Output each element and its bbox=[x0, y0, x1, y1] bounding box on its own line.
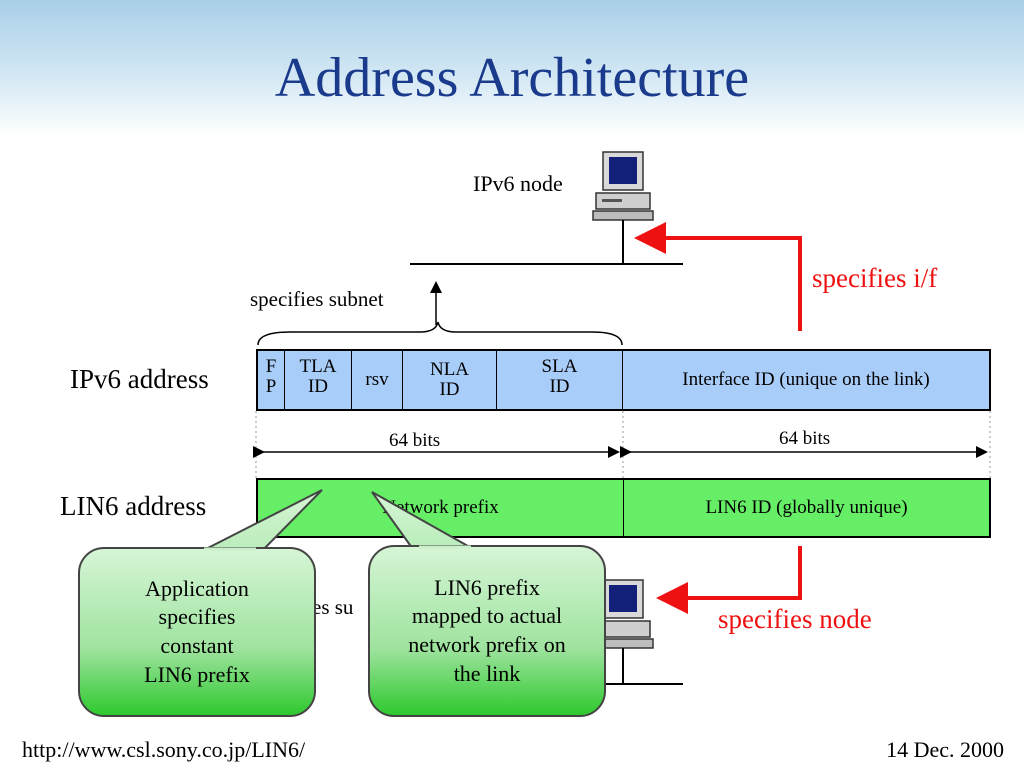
lin6-address-fields: Network prefix LIN6 ID (globally unique) bbox=[256, 478, 991, 538]
callout-mapping: LIN6 prefix mapped to actual network pre… bbox=[368, 545, 606, 717]
red-arrow-icon bbox=[656, 546, 802, 614]
footer-url: http://www.csl.sony.co.jp/LIN6/ bbox=[22, 737, 306, 762]
field-tla-id: TLA ID bbox=[285, 351, 352, 409]
field-interface-id: Interface ID (unique on the link) bbox=[682, 369, 930, 391]
field-fp: F P bbox=[258, 351, 285, 409]
lin6-address-label: LIN6 address bbox=[60, 491, 207, 521]
callout-application: Application specifies constant LIN6 pref… bbox=[78, 547, 316, 717]
specifies-if-label: specifies i/f bbox=[812, 263, 938, 293]
field-lin6-id: LIN6 ID (globally unique) bbox=[705, 497, 908, 519]
ipv6-node-label: IPv6 node bbox=[473, 171, 563, 196]
specifies-subnet-partial-label: es su bbox=[312, 595, 354, 619]
bits-right-label: 64 bits bbox=[779, 428, 831, 449]
red-arrow-icon bbox=[634, 222, 802, 331]
field-sla-id: SLA ID bbox=[497, 351, 623, 409]
footer-date: 14 Dec. 2000 bbox=[886, 737, 1004, 762]
bits-left-label: 64 bits bbox=[389, 430, 441, 451]
field-nla-id: NLA ID bbox=[403, 351, 497, 409]
field-rsv: rsv bbox=[352, 351, 403, 409]
specifies-subnet-label: specifies subnet bbox=[250, 287, 384, 311]
ipv6-address-fields: F P TLA ID rsv NLA ID SLA ID Interface I… bbox=[256, 349, 991, 411]
header-band bbox=[0, 0, 1024, 136]
slide-title: Address Architecture bbox=[274, 47, 750, 109]
computer-icon bbox=[592, 151, 654, 221]
ipv6-address-label: IPv6 address bbox=[70, 364, 209, 394]
specifies-node-label: specifies node bbox=[718, 604, 872, 634]
